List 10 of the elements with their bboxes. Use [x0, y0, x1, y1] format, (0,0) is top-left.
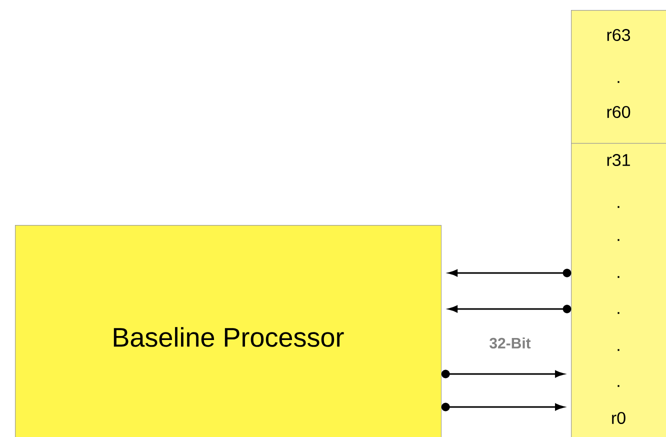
node-label: . [618, 81, 620, 83]
arrow [441, 370, 564, 378]
node-label: r60 [607, 106, 630, 118]
processor-box: Baseline Processor [15, 225, 442, 437]
arrow [441, 402, 564, 412]
bus-width-label: 32-Bit [490, 337, 531, 349]
arrow [448, 268, 572, 278]
node-label: r63 [607, 28, 630, 42]
arrow [448, 304, 572, 314]
register-block: r63 . r60 [571, 10, 666, 144]
